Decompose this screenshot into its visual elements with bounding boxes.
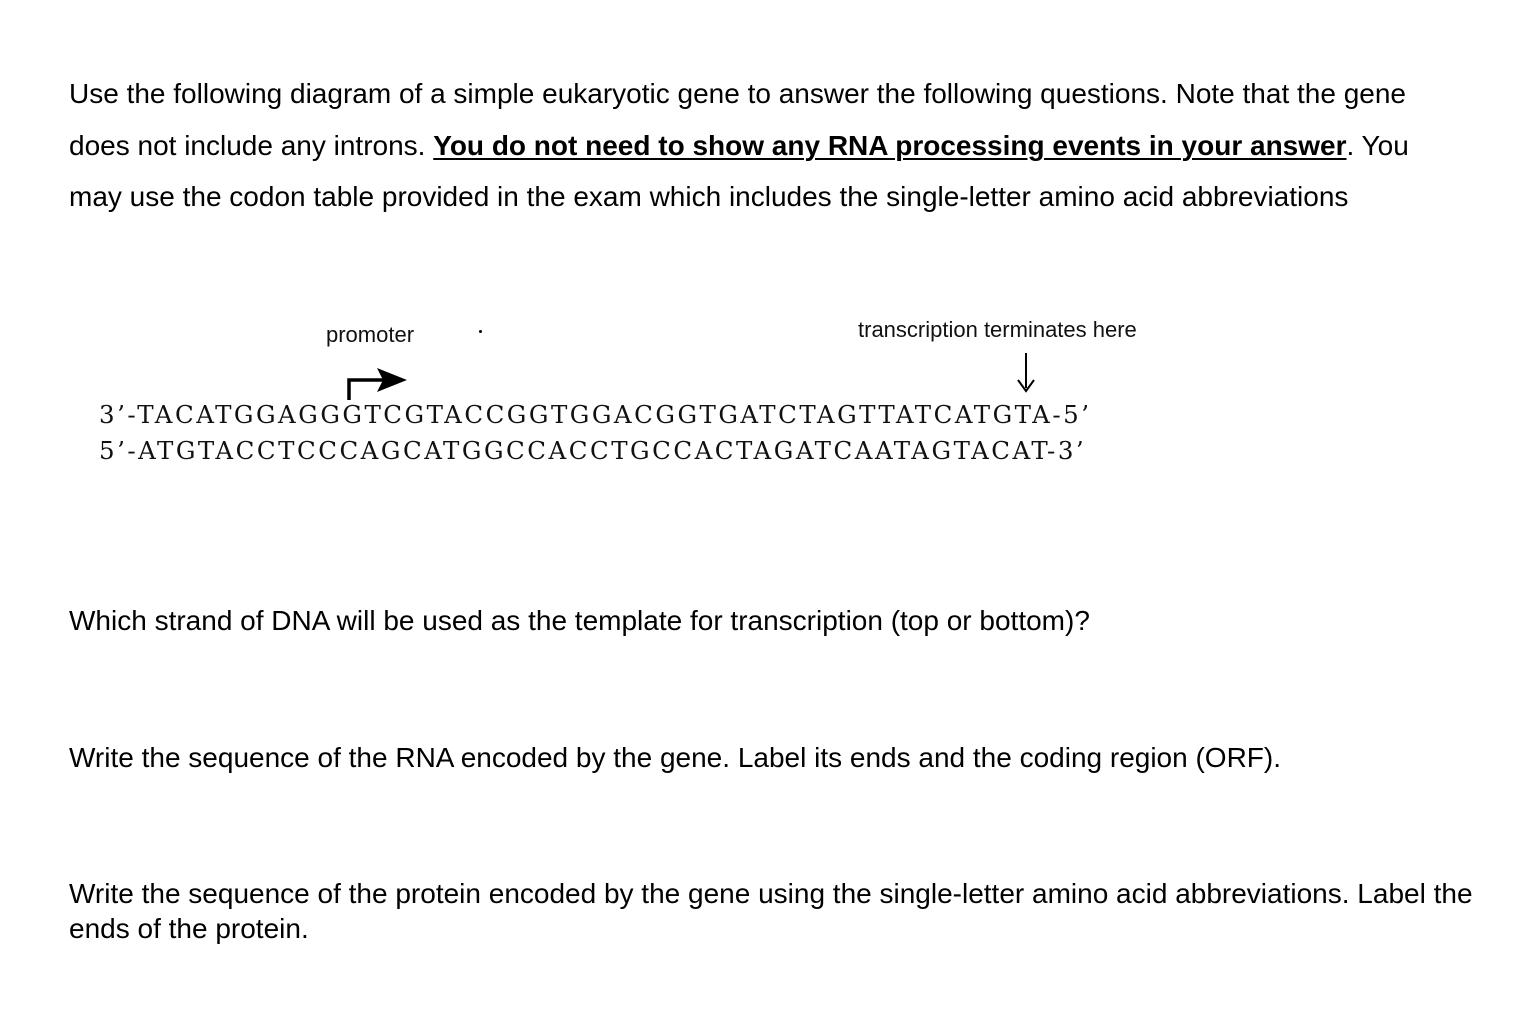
bottom-strand-sequence: 5’-ATGTACCTCCCAGCATGGCCACCTGCCACTAGATCAA… — [99, 436, 1087, 465]
stray-dot — [479, 330, 482, 333]
arrow-down-icon — [1017, 353, 1035, 393]
termination-label: transcription terminates here — [858, 317, 1137, 342]
instructions-emphasis: You do not need to show any RNA processi… — [433, 129, 1347, 161]
promoter-label: promoter — [326, 322, 415, 347]
bent-arrow-right-icon — [347, 368, 407, 400]
top-strand-sequence: 3’-TACATGGAGGGTCGTACCGGTGGACGGTGATCTAGTT… — [99, 400, 1092, 429]
question-protein-sequence: Write the sequence of the protein encode… — [69, 878, 1473, 944]
gene-diagram: promoter transcription terminates here 3… — [0, 300, 1516, 480]
question-template-strand: Which strand of DNA will be used as the … — [69, 605, 1090, 636]
instructions-paragraph: Use the following diagram of a simple eu… — [69, 68, 1469, 223]
instructions-text-2: . You may use the codon table provided i… — [69, 129, 1409, 213]
question-rna-sequence: Write the sequence of the RNA encoded by… — [69, 742, 1282, 773]
instructions-text-1: Use the following diagram of a simple eu… — [69, 78, 1406, 161]
